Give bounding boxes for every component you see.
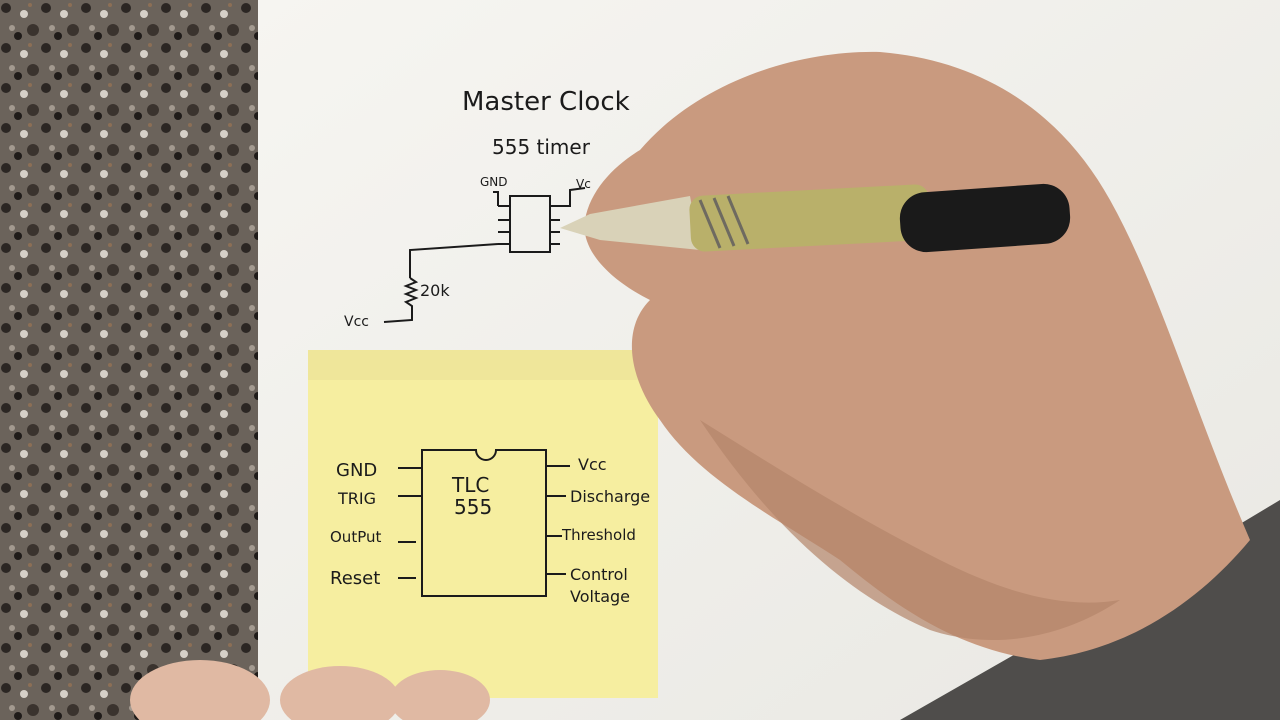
resistor-label: 20k xyxy=(420,281,450,300)
chip-sketch xyxy=(383,187,586,323)
vcc-bottom-label: Vcc xyxy=(344,314,369,330)
pinout-diagram xyxy=(398,449,570,597)
sticky-note xyxy=(308,350,658,698)
gnd-label: GND xyxy=(480,175,508,189)
pin-left-1: GND xyxy=(336,460,377,481)
pin-right-4: Control xyxy=(570,565,628,584)
vcc-partial-label: Vc xyxy=(576,177,591,191)
hand-shadow xyxy=(700,420,1120,640)
chip-name-line2: 555 xyxy=(454,495,492,519)
pin-left-2: TRIG xyxy=(337,489,376,508)
pin-right-3: Threshold xyxy=(561,526,636,544)
pin-right-2: Discharge xyxy=(570,487,650,506)
sleeve xyxy=(900,500,1280,720)
pin-left-4: Reset xyxy=(330,568,380,589)
pin-right-1: Vcc xyxy=(578,455,607,474)
diagram-title: Master Clock xyxy=(462,87,630,117)
pin-left-3: OutPut xyxy=(330,528,381,546)
diagram-subtitle: 555 timer xyxy=(492,135,591,159)
other-hand-fingers xyxy=(130,660,490,720)
granite-countertop xyxy=(0,0,270,720)
chip-name-line1: TLC xyxy=(451,473,489,497)
pen xyxy=(560,183,1071,253)
pin-right-5: Voltage xyxy=(570,587,630,606)
